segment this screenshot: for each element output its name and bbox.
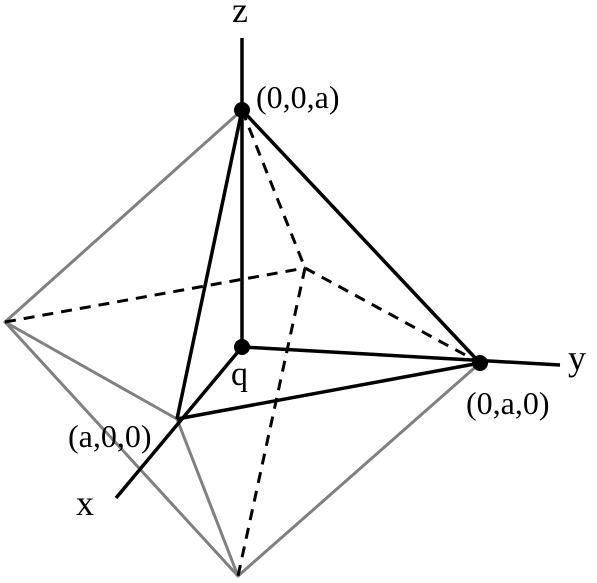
hidden-edge-top-back bbox=[240, 109, 307, 269]
hidden-edge-back-bottom bbox=[236, 267, 307, 577]
outline-edge-top-left bbox=[3, 108, 244, 324]
vertex-points bbox=[234, 102, 488, 371]
point-y-dot bbox=[472, 355, 488, 371]
outline-edge-left-front bbox=[3, 320, 179, 421]
tetrahedron-edges bbox=[114, 38, 561, 500]
outline-edge-right-bottom bbox=[236, 361, 482, 578]
edge-z-x bbox=[175, 109, 244, 420]
x-axis-line bbox=[114, 345, 244, 500]
point-x-label: (a,0,0) bbox=[68, 418, 152, 454]
point-z-dot bbox=[234, 102, 250, 118]
y-axis-line bbox=[241, 345, 561, 367]
edge-z-y bbox=[240, 108, 482, 365]
hidden-edge-left-back bbox=[4, 266, 306, 324]
outline-edge-left-bottom bbox=[3, 320, 240, 578]
hidden-edges bbox=[4, 109, 481, 577]
octahedron-outline bbox=[3, 108, 482, 578]
x-axis-label: x bbox=[76, 483, 94, 523]
origin-dot bbox=[234, 339, 250, 355]
edge-x-y bbox=[176, 361, 481, 421]
outline-edge-front-bottom bbox=[175, 417, 240, 578]
y-axis-label: y bbox=[568, 338, 586, 378]
point-z-label: (0,0,a) bbox=[256, 79, 340, 115]
origin-label: q bbox=[231, 356, 248, 393]
hidden-edge-back-right bbox=[304, 266, 481, 365]
z-axis-label: z bbox=[232, 0, 248, 30]
point-y-label: (0,a,0) bbox=[466, 385, 550, 421]
